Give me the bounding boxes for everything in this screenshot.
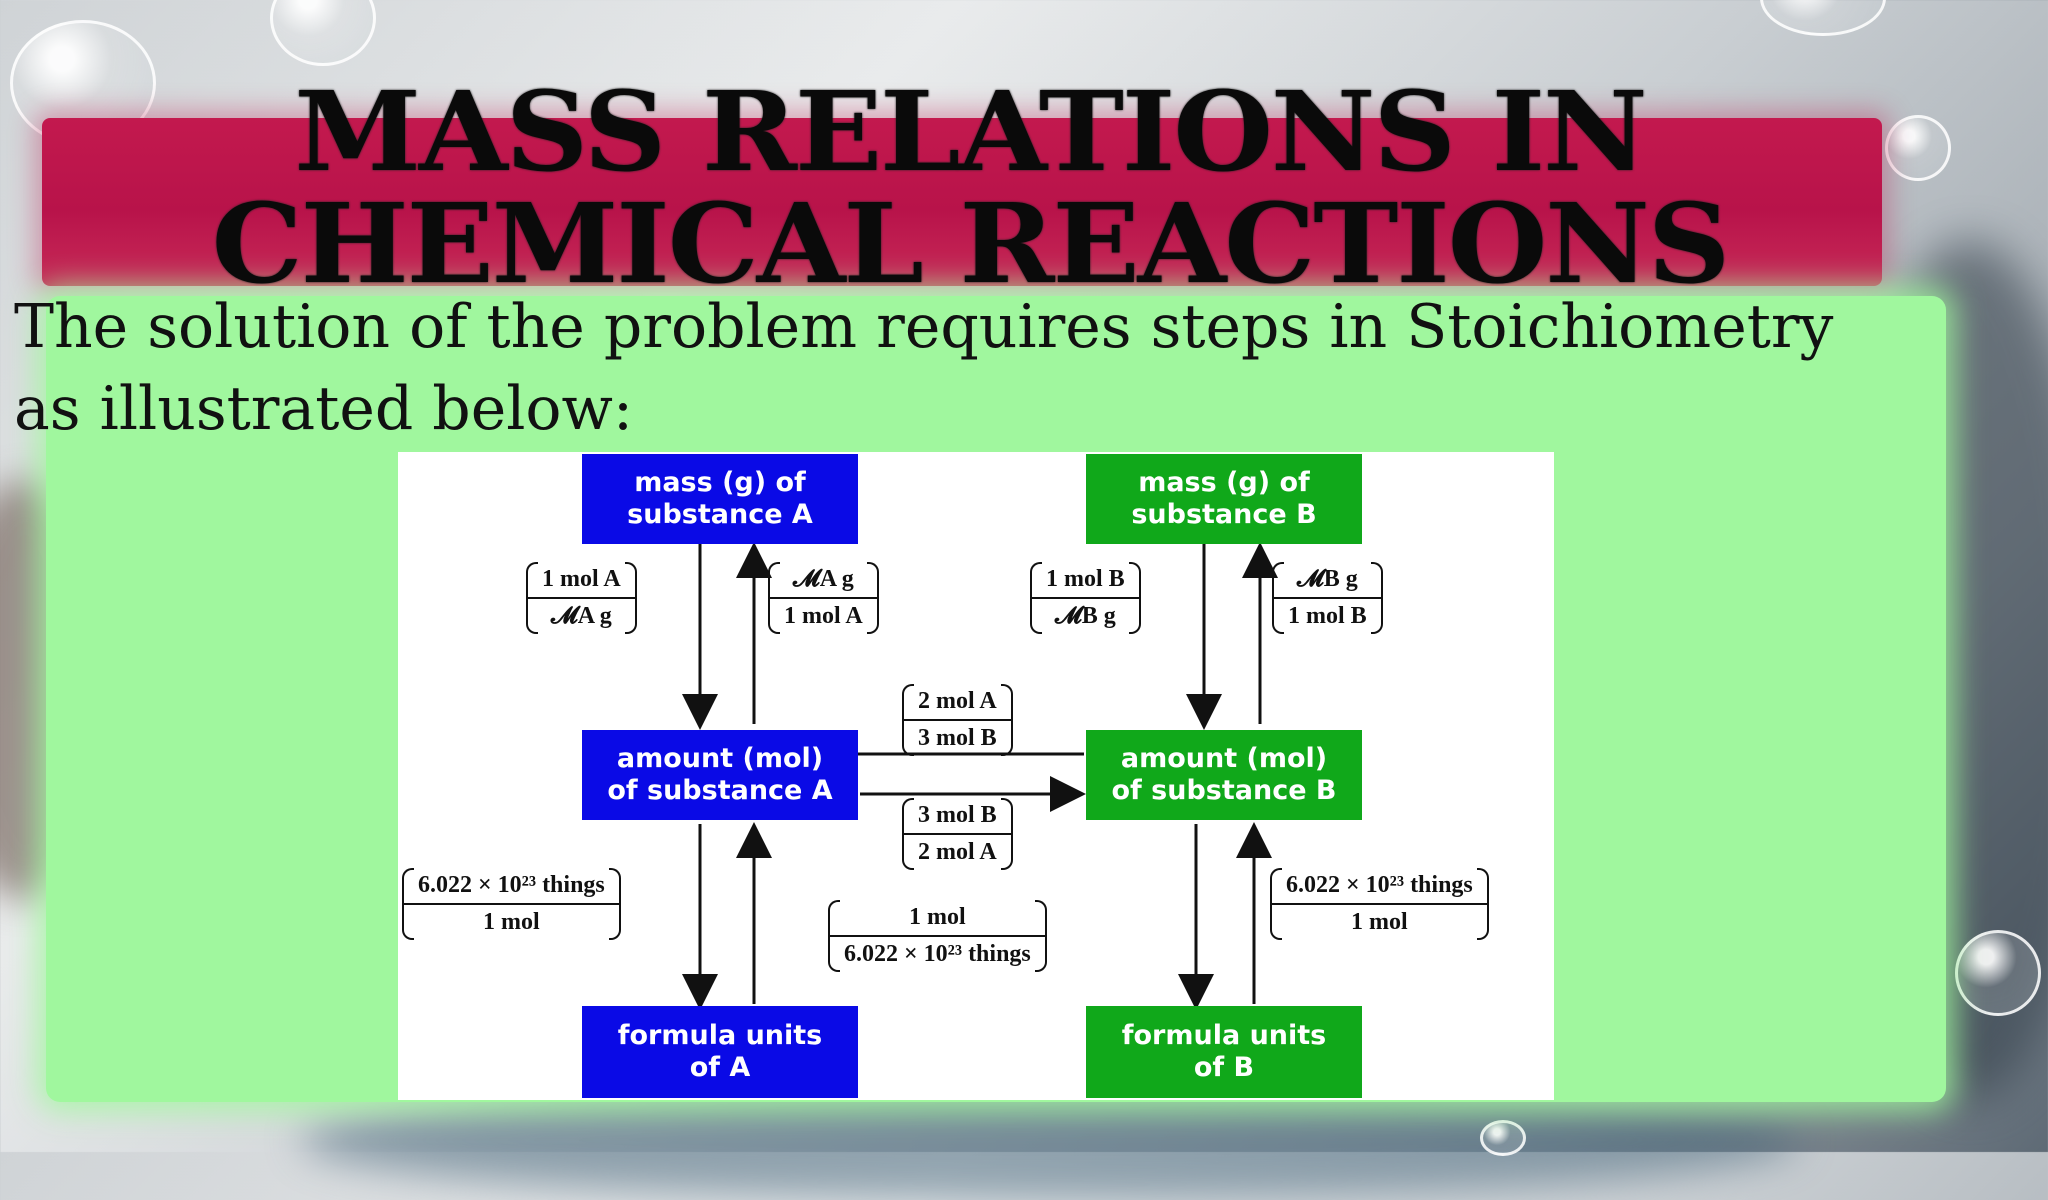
factor-mol-to-mass-b: 𝓜B g 1 mol B bbox=[1272, 562, 1383, 634]
factor-mass-to-mol-b: 1 mol B 𝓜B g bbox=[1030, 562, 1141, 634]
node-units-a: formula units of A bbox=[582, 1006, 858, 1098]
title-line-2: CHEMICAL REACTIONS bbox=[211, 179, 1731, 308]
node-units-b: formula units of B bbox=[1086, 1006, 1362, 1098]
factor-a-to-b: 3 mol B 2 mol A bbox=[902, 798, 1013, 870]
factor-mol-to-units-a: 6.022 × 10²³ things 1 mol bbox=[402, 868, 621, 940]
factor-b-to-a: 2 mol A 3 mol B bbox=[902, 684, 1013, 756]
node-mass-b: mass (g) of substance B bbox=[1086, 454, 1362, 544]
node-amount-a: amount (mol) of substance A bbox=[582, 730, 858, 820]
slide-title: MASS RELATIONS IN CHEMICAL REACTIONS bbox=[0, 76, 1979, 300]
title-band bbox=[42, 118, 1882, 286]
water-droplet bbox=[270, 0, 376, 66]
water-droplet bbox=[1760, 0, 1886, 36]
node-mass-a: mass (g) of substance A bbox=[582, 454, 858, 544]
water-droplet bbox=[1480, 1120, 1526, 1156]
factor-mol-to-units-b: 6.022 × 10²³ things 1 mol bbox=[1270, 868, 1489, 940]
water-droplet bbox=[1885, 115, 1951, 181]
slide-subtitle: The solution of the problem requires ste… bbox=[14, 292, 1834, 444]
water-droplet bbox=[1955, 930, 2041, 1016]
stoichiometry-diagram: mass (g) of substance A mass (g) of subs… bbox=[398, 452, 1554, 1100]
node-amount-b: amount (mol) of substance B bbox=[1086, 730, 1362, 820]
title-line-1: MASS RELATIONS IN bbox=[294, 67, 1647, 196]
factor-mass-to-mol-a: 1 mol A 𝓜A g bbox=[526, 562, 637, 634]
factor-units-to-mol-center: 1 mol 6.022 × 10²³ things bbox=[828, 900, 1047, 972]
arrows-layer bbox=[682, 542, 1278, 1010]
factor-mol-to-mass-a: 𝓜A g 1 mol A bbox=[768, 562, 879, 634]
